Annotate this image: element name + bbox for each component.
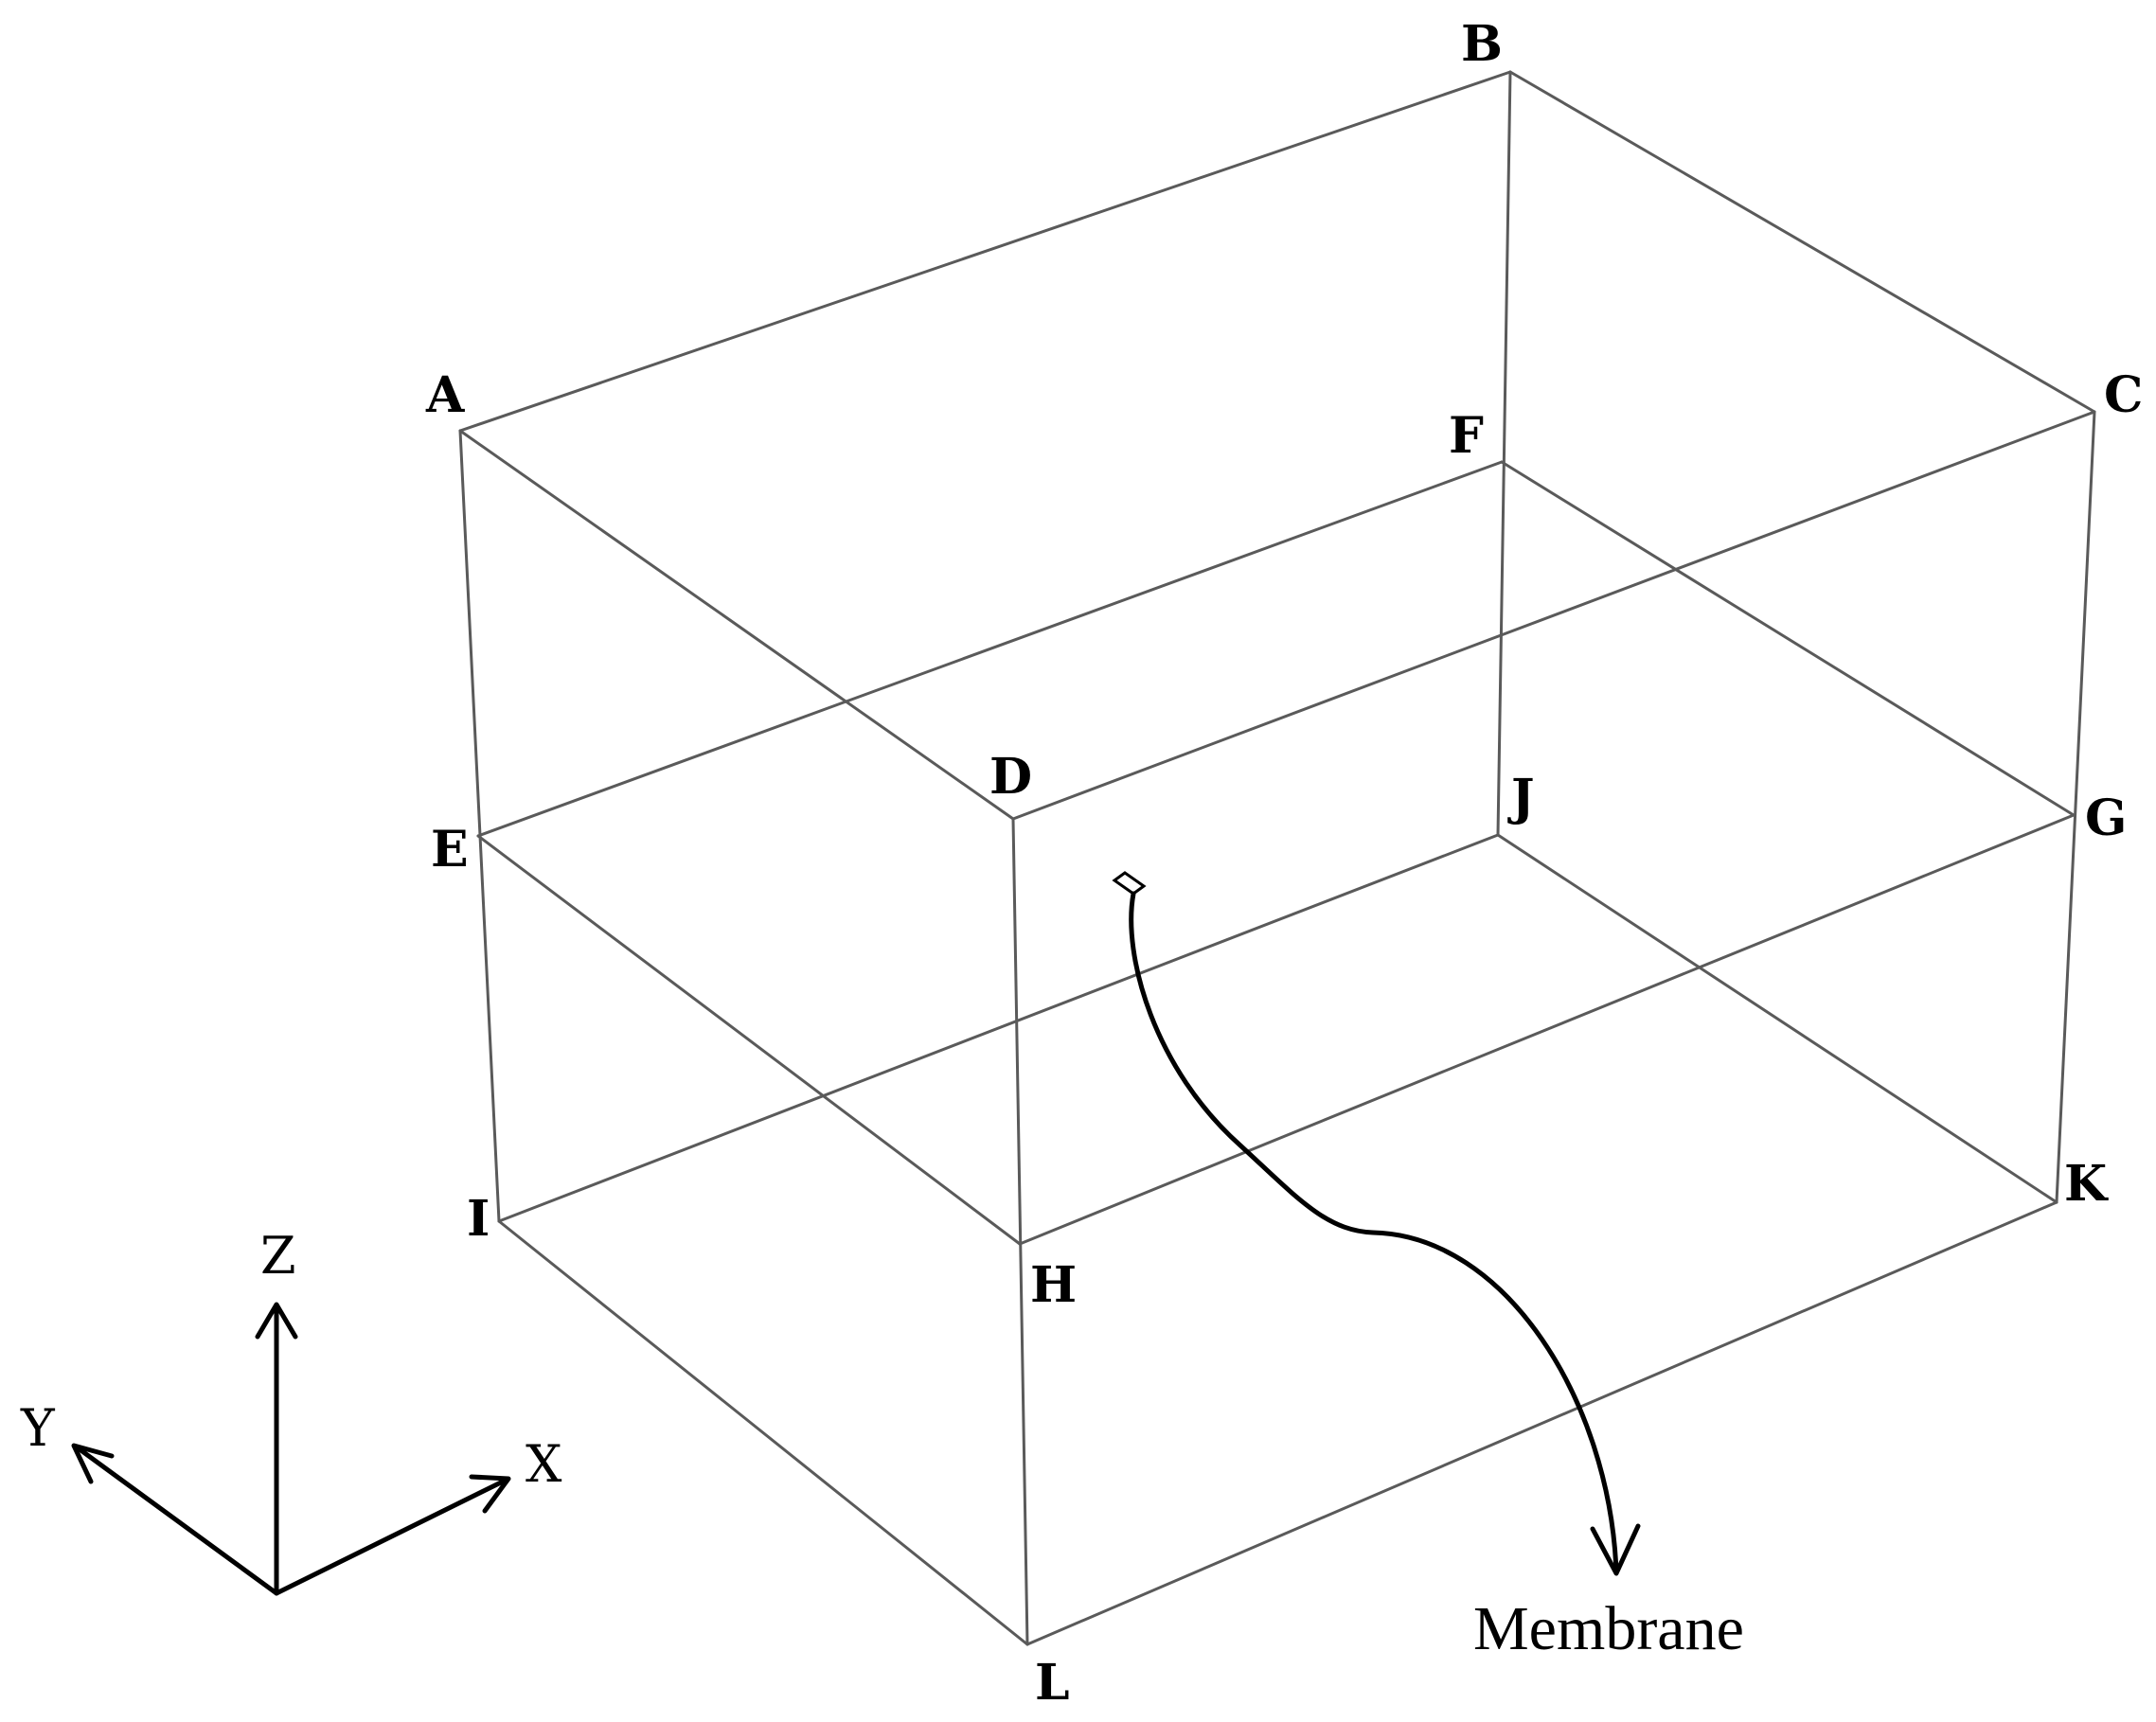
- axis-label-z: Z: [260, 1226, 296, 1286]
- edge-ef: [476, 460, 1504, 838]
- edge-d-h-l: [1011, 817, 1029, 1646]
- vertex-label-h: H: [1030, 1256, 1077, 1314]
- edge-da: [458, 429, 1015, 821]
- membrane-callout-arrowhead: [1590, 1523, 1641, 1576]
- vertex-label-d: D: [989, 748, 1032, 806]
- vertex-label-j: J: [1507, 769, 1535, 826]
- edge-fg: [1500, 460, 2076, 817]
- edge-ij: [497, 833, 1500, 1223]
- vertex-label-i: I: [467, 1190, 490, 1248]
- y-axis-line: [73, 1444, 279, 1596]
- membrane-callout-arrow: [1129, 891, 1619, 1574]
- vertex-label-a: A: [425, 366, 465, 424]
- vertex-label-f: F: [1449, 407, 1484, 465]
- edge-he: [476, 834, 1022, 1246]
- axis-label-y: Y: [20, 1398, 56, 1458]
- membrane-label: Membrane: [1473, 1594, 1744, 1663]
- x-axis-line: [274, 1477, 509, 1596]
- axis-label-x: X: [526, 1434, 562, 1494]
- y-axis-arrowhead: [71, 1443, 115, 1484]
- edge-c-g-k: [2055, 410, 2096, 1204]
- vertex-label-c: C: [2104, 366, 2143, 424]
- vertex-label-l: L: [1035, 1654, 1070, 1712]
- membrane-marker: [1112, 871, 1147, 896]
- edge-kl: [1025, 1200, 2058, 1646]
- edge-gh: [1018, 813, 2076, 1246]
- vertex-label-e: E: [431, 821, 469, 879]
- vertex-label-g: G: [2085, 790, 2127, 847]
- edge-a-e-i: [458, 429, 501, 1223]
- edge-li: [497, 1219, 1029, 1646]
- axis-triad: [71, 1302, 511, 1596]
- edge-b-f-j: [1496, 70, 1512, 837]
- z-axis-arrowhead: [255, 1302, 298, 1340]
- edge-ab: [458, 70, 1512, 433]
- edge-cd: [1011, 410, 2096, 821]
- edge-bc: [1508, 70, 2096, 414]
- edge-jk: [1496, 833, 2058, 1204]
- x-axis-arrowhead: [469, 1474, 511, 1514]
- vertex-label-b: B: [1461, 15, 1503, 73]
- vertex-label-k: K: [2064, 1155, 2109, 1213]
